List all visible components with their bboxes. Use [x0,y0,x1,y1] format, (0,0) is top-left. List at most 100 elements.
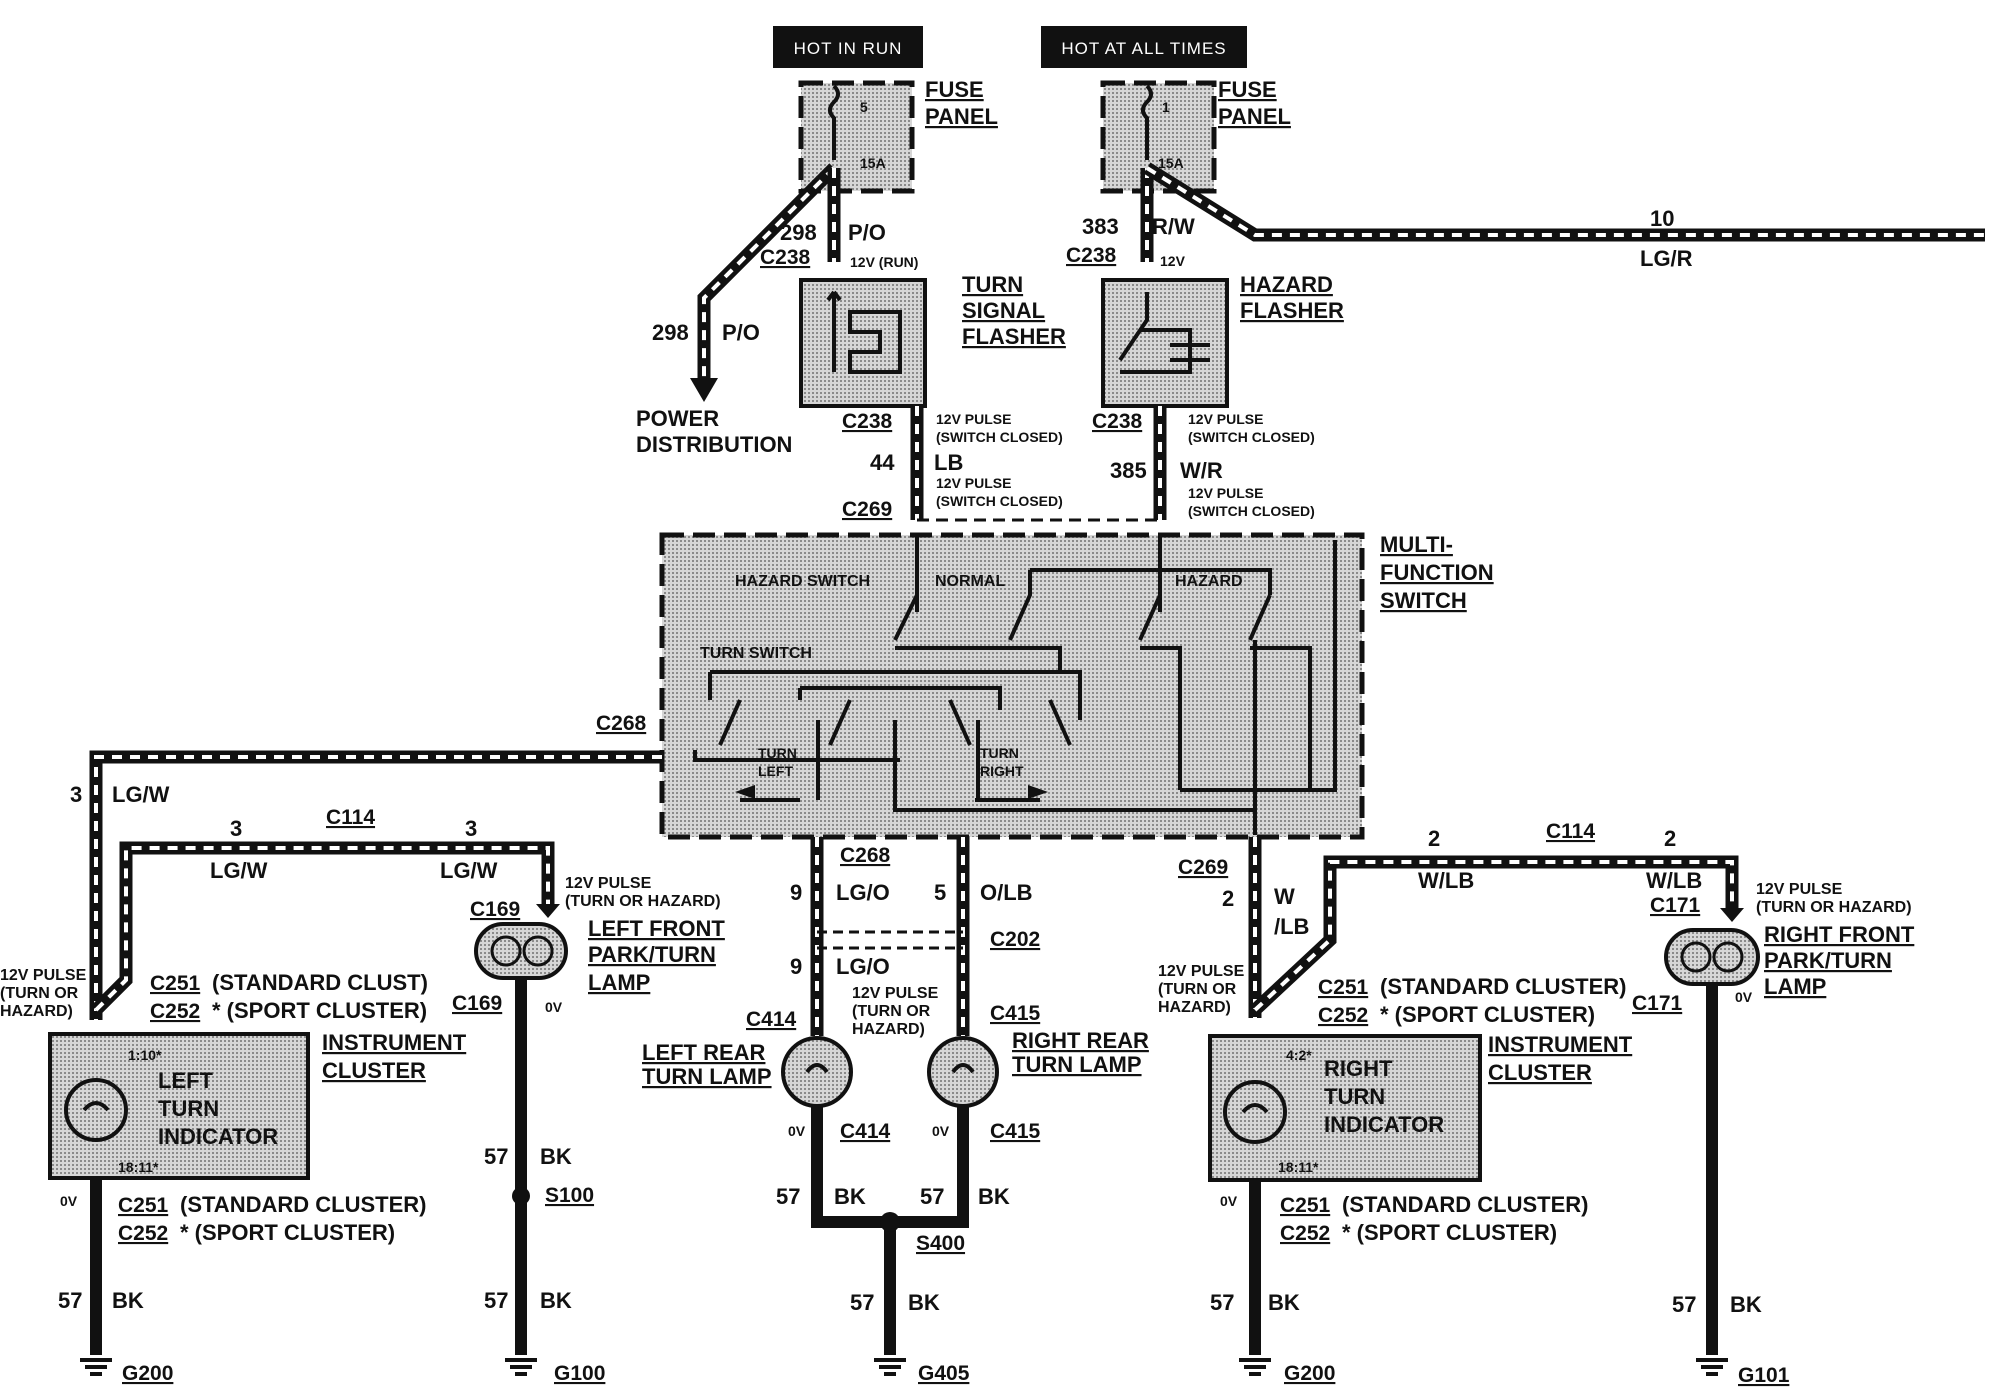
svg-text:TURN: TURN [758,745,797,761]
svg-text:C114: C114 [326,806,375,829]
svg-text:LG/W: LG/W [210,858,268,883]
svg-text:TURN: TURN [1324,1084,1385,1109]
svg-text:C202: C202 [990,928,1040,951]
svg-text:5: 5 [860,99,868,115]
wire-57-rear-ground: 57 BK 57 BK S400 57 BK G405 [776,1106,1010,1385]
svg-text:(TURN OR: (TURN OR [852,1003,931,1020]
svg-text:P/O: P/O [722,320,760,345]
svg-text:HAZARD): HAZARD) [1158,999,1231,1016]
svg-text:RIGHT REAR: RIGHT REAR [1012,1028,1149,1053]
wire-2-right-cluster: C269 2 W /LB [1178,837,1309,1018]
svg-text:LG/R: LG/R [1640,246,1693,271]
svg-text:C415: C415 [990,1002,1041,1025]
svg-text:12V PULSE: 12V PULSE [1756,881,1843,898]
svg-text:BK: BK [1730,1292,1762,1317]
wire-57-right-cluster-ground: 0V C251 (STANDARD CLUSTER) C252 * (SPORT… [1210,1182,1588,1385]
svg-text:(SWITCH CLOSED): (SWITCH CLOSED) [936,429,1063,445]
svg-text:(STANDARD CLUSTER): (STANDARD CLUSTER) [1342,1192,1588,1217]
svg-text:C251: C251 [1318,976,1369,999]
svg-text:1: 1 [1162,99,1170,115]
svg-text:(SWITCH CLOSED): (SWITCH CLOSED) [1188,503,1315,519]
svg-text:BK: BK [112,1288,144,1313]
wire-5-o-lb: 5 O/LB C202 C415 [934,837,1041,1036]
svg-text:BK: BK [978,1184,1010,1209]
svg-text:(SWITCH CLOSED): (SWITCH CLOSED) [936,493,1063,509]
svg-text:G101: G101 [1738,1364,1790,1387]
svg-text:12V PULSE: 12V PULSE [936,475,1011,491]
svg-text:C268: C268 [596,712,647,735]
svg-text:C169: C169 [452,992,502,1015]
fuse-panel-right: 1 15A FUSE PANEL [1100,77,1291,194]
svg-text:HAZARD SWITCH: HAZARD SWITCH [735,573,870,590]
svg-text:0V: 0V [1735,989,1753,1005]
wire-385-w-r: C238 12V PULSE (SWITCH CLOSED) 385 W/R 1… [1092,406,1315,520]
svg-text:12V PULSE: 12V PULSE [852,985,939,1002]
svg-text:R/W: R/W [1152,214,1195,239]
svg-text:0V: 0V [788,1123,806,1139]
svg-text:TURN LAMP: TURN LAMP [1012,1052,1142,1077]
svg-text:FUSE: FUSE [925,77,984,102]
svg-text:12V: 12V [1160,253,1186,269]
svg-text:C414: C414 [840,1120,891,1143]
svg-text:RIGHT: RIGHT [1324,1056,1393,1081]
svg-text:1:10*: 1:10* [128,1047,162,1063]
svg-text:PANEL: PANEL [925,104,998,129]
svg-text:INSTRUMENT: INSTRUMENT [322,1030,467,1055]
svg-text:(SWITCH CLOSED): (SWITCH CLOSED) [1188,429,1315,445]
svg-text:0V: 0V [60,1193,78,1209]
svg-text:NORMAL: NORMAL [935,573,1005,590]
svg-text:RIGHT: RIGHT [980,763,1024,779]
svg-text:LG/O: LG/O [836,954,890,979]
svg-text:57: 57 [1672,1292,1696,1317]
svg-text:3: 3 [465,816,477,841]
svg-text:0V: 0V [1220,1193,1238,1209]
svg-text:C238: C238 [760,246,811,269]
svg-text:18:11*: 18:11* [1278,1159,1319,1175]
svg-text:LAMP: LAMP [588,970,650,995]
svg-text:LEFT: LEFT [758,763,793,779]
svg-text:C268: C268 [840,844,891,867]
right-instrument-cluster: 4:2* 18:11* RIGHT TURN INDICATOR INSTRUM… [1158,963,1633,1182]
svg-text:C415: C415 [990,1120,1041,1143]
svg-text:C114: C114 [1546,820,1595,843]
svg-text:HOT IN RUN: HOT IN RUN [794,39,903,58]
svg-text:LEFT REAR: LEFT REAR [642,1040,766,1065]
svg-text:P/O: P/O [848,220,886,245]
svg-text:C238: C238 [1092,410,1143,433]
left-front-park-turn-lamp: C169 LEFT FRONT PARK/TURN LAMP C169 0V [452,898,725,1015]
hot-at-all-times-tag: HOT AT ALL TIMES [1041,26,1247,68]
svg-text:298: 298 [652,320,689,345]
svg-text:G200: G200 [122,1362,173,1385]
svg-text:LG/W: LG/W [440,858,498,883]
wire-298-flasher-feed: 298 P/O C238 12V (RUN) [760,168,918,270]
multi-function-switch: HAZARD SWITCH NORMAL HAZARD TURN SWITCH … [659,532,1365,840]
fuse-panel-left: 5 15A FUSE PANEL [798,77,998,194]
svg-text:57: 57 [58,1288,82,1313]
svg-text:C252: C252 [118,1222,168,1245]
svg-text:12V PULSE: 12V PULSE [1158,963,1245,980]
svg-text:SIGNAL: SIGNAL [962,298,1045,323]
svg-text:0V: 0V [545,999,563,1015]
svg-text:4:2*: 4:2* [1286,1047,1312,1063]
svg-text:C252: C252 [1280,1222,1330,1245]
svg-text:SWITCH: SWITCH [1380,588,1467,613]
svg-text:12V PULSE: 12V PULSE [0,967,87,984]
multifunction-label: MULTI- FUNCTION SWITCH [1380,532,1494,613]
svg-text:10: 10 [1650,206,1674,231]
svg-text:INSTRUMENT: INSTRUMENT [1488,1032,1633,1057]
svg-text:W: W [1274,884,1295,909]
svg-text:LAMP: LAMP [1764,974,1826,999]
svg-text:C238: C238 [1066,244,1117,267]
svg-text:BK: BK [834,1184,866,1209]
svg-text:LEFT FRONT: LEFT FRONT [588,916,725,941]
wire-9-lg-o: C268 9 LG/O 9 LG/O 12V PULSE (TURN OR HA… [746,837,939,1038]
svg-text:(TURN OR HAZARD): (TURN OR HAZARD) [565,893,721,910]
svg-text:9: 9 [790,954,802,979]
svg-text:TURN: TURN [158,1096,219,1121]
svg-text:C252: C252 [1318,1004,1368,1027]
wire-57-left-cluster-ground: 0V C251 (STANDARD CLUSTER) C252 * (SPORT… [58,1180,426,1385]
svg-text:57: 57 [1210,1290,1234,1315]
svg-text:BK: BK [908,1290,940,1315]
svg-text:9: 9 [790,880,802,905]
